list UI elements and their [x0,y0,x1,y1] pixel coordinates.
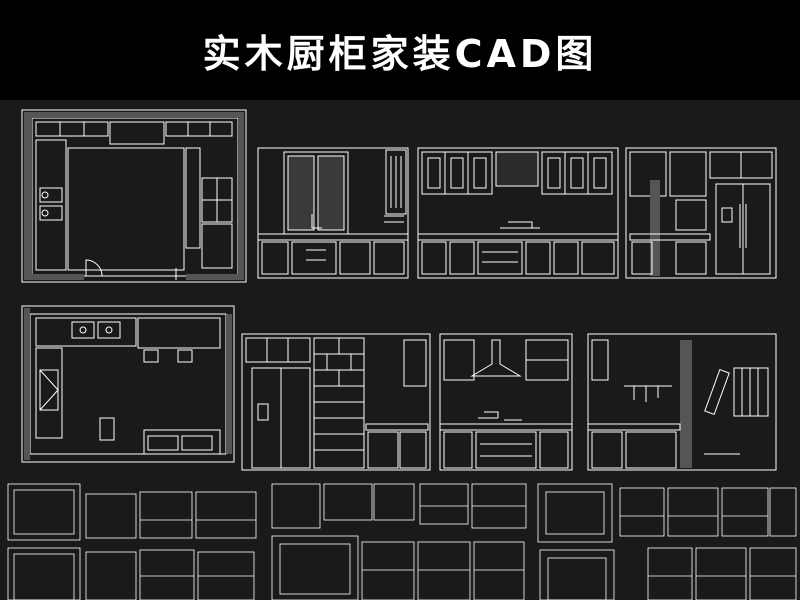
thumbnail-drawings [7,483,797,600]
elevation-stove-wall [417,147,619,279]
page-title: 实木厨柜家装CAD图 [202,31,598,76]
elevation-hood [439,333,573,471]
elevation-fridge-wall [625,147,777,279]
title-banner: 实木厨柜家装CAD图 [0,0,800,100]
elevation-sink-wall [257,147,409,279]
floor-plan-2 [21,305,235,463]
elevation-utensil-rail [587,333,777,471]
cad-drawing-canvas [0,100,800,600]
elevation-fridge-brick [241,333,431,471]
floor-plan-1 [21,109,247,283]
